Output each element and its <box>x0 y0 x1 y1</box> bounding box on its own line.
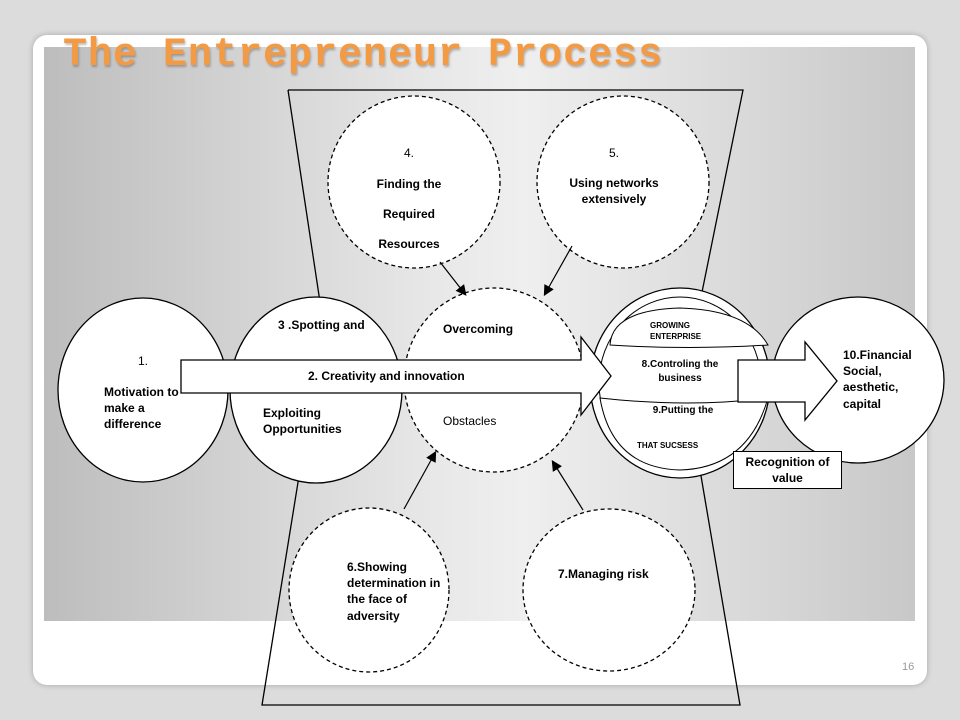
that-success-label: THAT SUCSESS <box>637 441 699 450</box>
step9-label: 9.Putting the customer fi <box>652 405 714 416</box>
step6-label: 6.Showing determination in the face of a… <box>347 560 441 623</box>
step10-label: 10.Financial Social, aesthetic, capital <box>843 348 912 411</box>
page-number: 16 <box>902 661 915 673</box>
arrow-networks <box>543 245 573 297</box>
arrow-risk <box>551 459 584 511</box>
arrow-determination <box>403 450 437 510</box>
arrow-resources <box>439 261 467 296</box>
step4-line3: Resources <box>378 237 440 251</box>
growing-band-bottom <box>599 397 769 471</box>
page-title: The Entrepreneur Process <box>63 33 664 78</box>
step5-number: 5. <box>608 146 619 160</box>
funnel-outline <box>261 89 744 706</box>
step8-label: 8.Controling the business <box>641 359 719 384</box>
step7-label: 7.Managing risk <box>558 567 649 581</box>
recognition-of-value-box: Recognition of value <box>733 451 842 489</box>
step5-label: Using networks extensively <box>569 176 659 207</box>
growing-band-top <box>609 307 769 348</box>
circle-resources <box>327 95 501 269</box>
step4-line1: Finding the <box>376 177 442 191</box>
growing-enterprise-label: GROWING ENTERPRISE <box>650 321 702 341</box>
circle-determination <box>288 507 450 673</box>
creativity-arrow <box>180 335 612 417</box>
value-arrow <box>737 340 838 422</box>
step4-number: 4. <box>403 146 414 160</box>
center-label-top: Overcoming <box>443 322 514 336</box>
step1-label: Motivation to make a difference <box>104 385 179 432</box>
step1-number: 1. <box>138 354 149 368</box>
circle-risk <box>522 508 696 672</box>
step4-line2: Required <box>382 207 435 221</box>
creativity-label: 2. Creativity and innovation <box>308 369 465 383</box>
step3-label-top: 3 .Spotting and <box>278 318 365 332</box>
center-label-bottom: Obstacles <box>443 414 497 428</box>
circle-networks <box>536 95 710 269</box>
step3-label-bottom: Exploiting Opportunities <box>263 406 342 437</box>
